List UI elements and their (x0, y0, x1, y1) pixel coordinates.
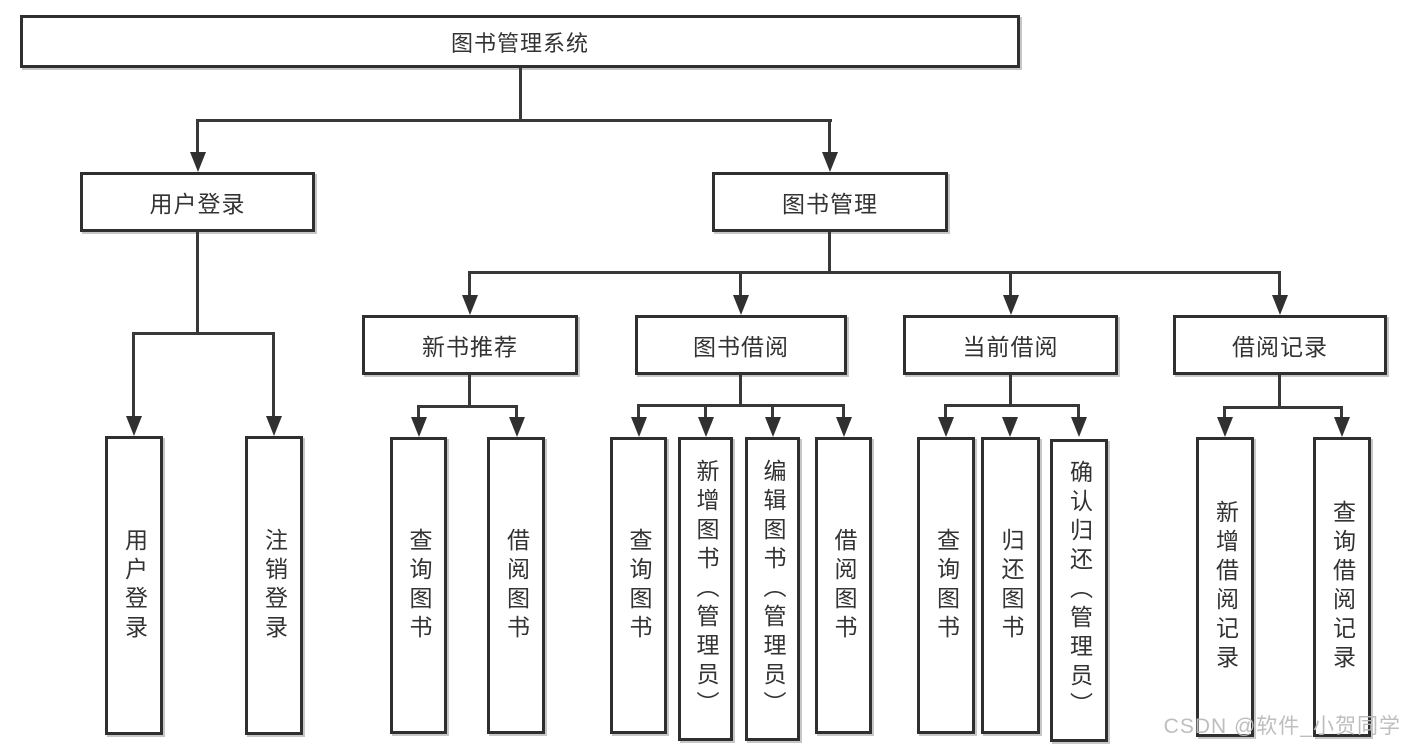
node-library-management-system: 图书管理系统 (20, 15, 1020, 68)
connector-line (468, 271, 1281, 274)
connector-arrow (631, 417, 647, 437)
node-new-book-recommend: 新书推荐 (362, 315, 578, 375)
connector-line (417, 405, 518, 408)
leaf-query-borrow-record: 查询借阅记录 (1313, 437, 1371, 737)
connector-line (637, 404, 640, 418)
watermark: CSDN @软件_小贺同学 (1163, 715, 1401, 738)
connector-line (196, 119, 832, 122)
connector-line (739, 271, 742, 296)
connector-line (828, 119, 831, 153)
connector-line (1009, 271, 1012, 296)
connector-line (468, 271, 471, 296)
leaf-edit-books-admin: 编辑图书（管理员） (745, 437, 800, 741)
connector-line (196, 232, 199, 333)
connector-line (417, 405, 420, 418)
leaf-recommend-borrow-books: 借阅图书 (487, 437, 545, 734)
connector-line (519, 68, 522, 120)
connector-arrow (1002, 417, 1018, 437)
connector-arrow (190, 152, 206, 172)
leaf-confirm-return-admin: 确认归还（管理员） (1050, 439, 1108, 742)
connector-arrow (126, 416, 142, 436)
connector-arrow (1217, 417, 1233, 437)
node-current-borrow: 当前借阅 (903, 315, 1118, 375)
connector-line (828, 232, 831, 272)
leaf-borrow-borrow-books: 借阅图书 (815, 437, 872, 734)
connector-line (771, 404, 774, 418)
node-book-management: 图书管理 (712, 172, 948, 232)
connector-line (1340, 406, 1343, 418)
connector-arrow (411, 417, 427, 437)
connector-arrow (733, 295, 749, 315)
connector-line (1223, 406, 1343, 409)
node-user-login: 用户登录 (80, 172, 315, 232)
connector-arrow (1003, 295, 1019, 315)
connector-line (196, 119, 199, 153)
connector-line (842, 404, 845, 418)
connector-line (944, 404, 947, 418)
connector-arrow (1071, 417, 1087, 437)
leaf-add-borrow-record: 新增借阅记录 (1196, 437, 1254, 737)
connector-arrow (822, 152, 838, 172)
leaf-add-books-admin: 新增图书（管理员） (678, 437, 733, 741)
connector-line (704, 404, 707, 418)
connector-line (132, 332, 135, 417)
connector-arrow (1334, 417, 1350, 437)
connector-arrow (509, 417, 525, 437)
connector-line (515, 405, 518, 418)
leaf-logout: 注销登录 (245, 436, 303, 735)
connector-line (132, 332, 275, 335)
connector-line (468, 375, 471, 406)
connector-line (944, 404, 1080, 407)
leaf-borrow-query-books: 查询图书 (610, 437, 667, 734)
connector-line (1278, 375, 1281, 407)
connector-arrow (765, 417, 781, 437)
leaf-recommend-query-books: 查询图书 (390, 437, 447, 734)
leaf-return-books: 归还图书 (981, 437, 1040, 734)
connector-line (637, 404, 845, 407)
connector-line (739, 375, 742, 405)
connector-arrow (938, 417, 954, 437)
connector-line (272, 332, 275, 417)
connector-line (1009, 375, 1012, 405)
connector-line (1278, 271, 1281, 296)
leaf-current-query-books: 查询图书 (917, 437, 975, 734)
connector-arrow (1272, 295, 1288, 315)
leaf-user-login: 用户登录 (105, 436, 163, 735)
node-book-borrow: 图书借阅 (635, 315, 847, 375)
connector-arrow (698, 417, 714, 437)
connector-arrow (836, 417, 852, 437)
connector-line (1223, 406, 1226, 418)
connector-arrow (462, 295, 478, 315)
connector-line (1077, 404, 1080, 418)
node-borrow-records: 借阅记录 (1173, 315, 1387, 375)
connector-arrow (266, 416, 282, 436)
